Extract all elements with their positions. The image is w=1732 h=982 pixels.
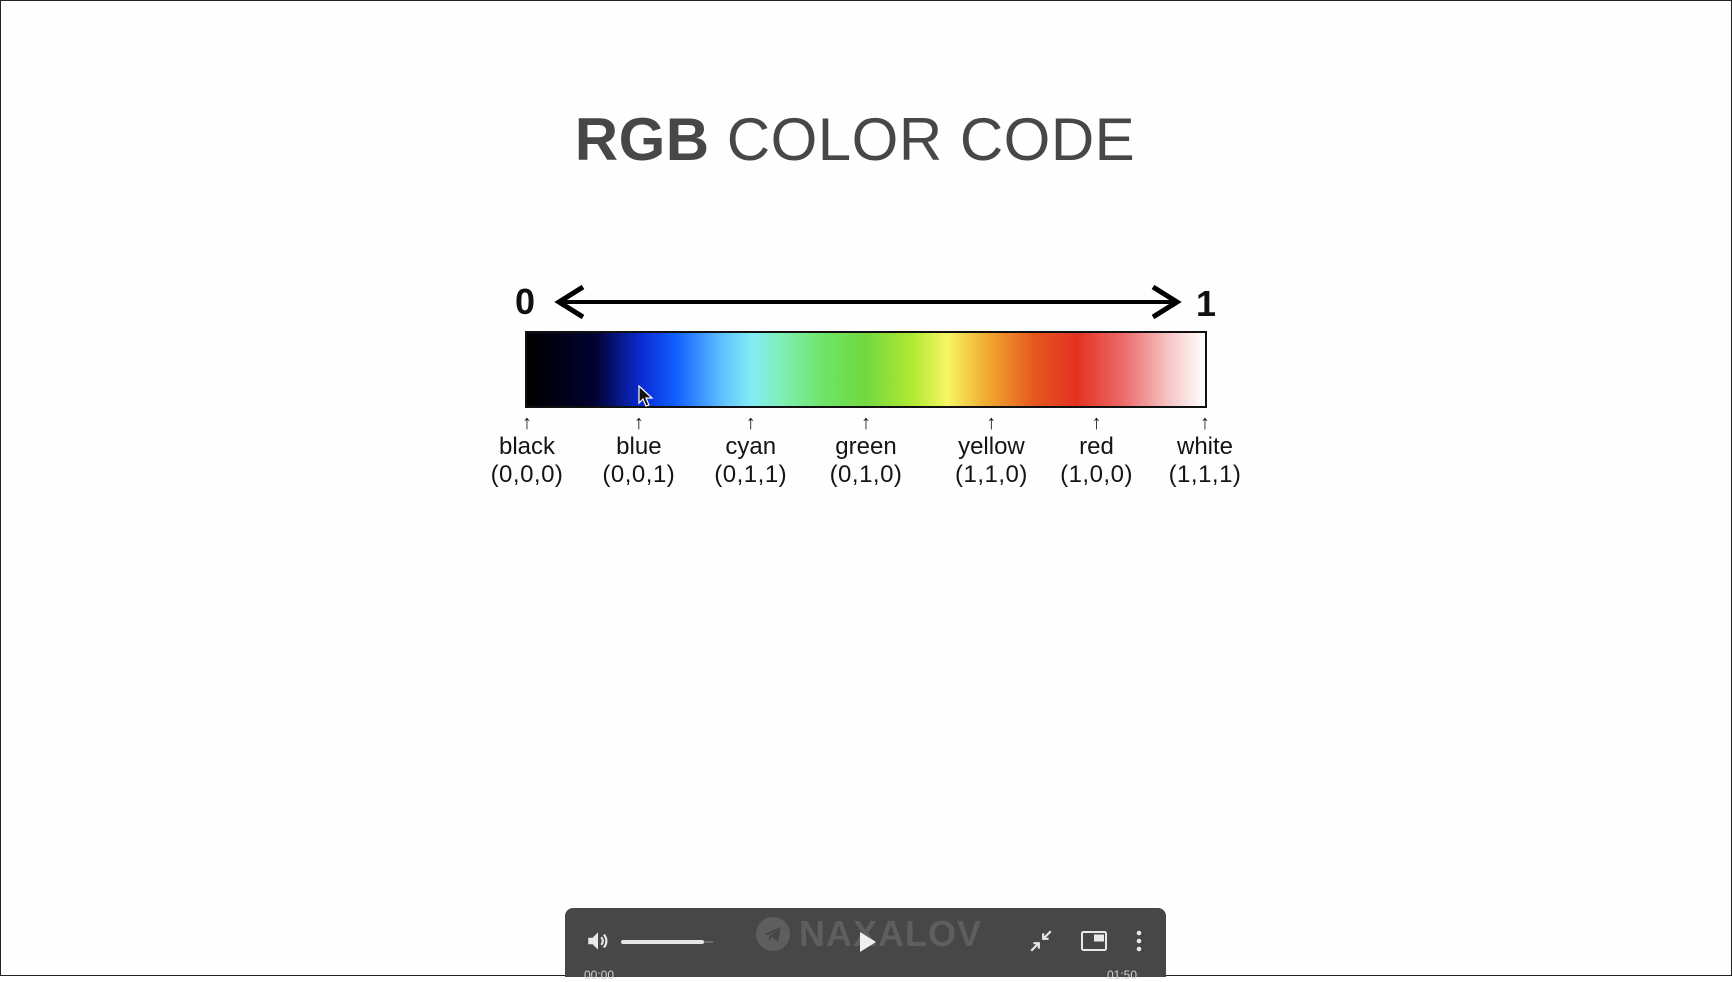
color-marker-white: ↑white(1,1,1) — [1155, 413, 1255, 489]
exit-fullscreen-icon — [1030, 930, 1052, 952]
up-arrow-icon: ↑ — [861, 412, 871, 434]
volume-slider[interactable] — [621, 936, 713, 948]
rgb-code: (0,1,0) — [829, 461, 903, 488]
color-name: black — [498, 433, 556, 460]
video-controls-bar: NAXALOV 00:00 — [565, 908, 1166, 982]
total-time: 01:50 — [1107, 968, 1138, 982]
color-marker-green: ↑green(0,1,0) — [816, 413, 916, 489]
up-arrow-icon: ↑ — [745, 412, 756, 434]
rgb-code: (0,0,1) — [602, 461, 676, 488]
volume-slider-fill — [621, 940, 704, 944]
rgb-colorbar — [525, 331, 1207, 408]
rgb-code: (0,0,0) — [490, 461, 564, 488]
color-marker-blue: ↑blue(0,0,1) — [589, 413, 689, 489]
up-arrow-icon: ↑ — [522, 412, 532, 434]
more-options-button[interactable] — [1134, 928, 1144, 959]
volume-icon[interactable] — [585, 928, 611, 959]
watermark-text: NAXALOV — [799, 913, 983, 954]
color-marker-black: ↑black(0,0,0) — [477, 413, 577, 489]
rgb-code: (1,1,0) — [954, 461, 1028, 488]
color-name: white — [1176, 433, 1234, 460]
color-marker-cyan: ↑cyan(0,1,1) — [701, 413, 801, 489]
color-name: blue — [616, 433, 662, 460]
rgb-code: (0,1,1) — [714, 461, 788, 488]
double-arrow-icon — [554, 284, 1182, 320]
axis-min-label: 0 — [515, 281, 536, 322]
color-marker-yellow: ↑yellow(1,1,0) — [941, 413, 1041, 489]
rgb-code: (1,1,1) — [1168, 461, 1242, 488]
up-arrow-icon: ↑ — [986, 412, 997, 434]
axis-max-label: 1 — [1196, 283, 1217, 324]
up-arrow-icon: ↑ — [1091, 412, 1102, 434]
play-icon — [860, 932, 876, 952]
up-arrow-icon: ↑ — [1200, 412, 1210, 434]
slide-title-rest: COLOR CODE — [709, 106, 1136, 173]
rgb-code: (1,0,0) — [1060, 461, 1133, 488]
telegram-icon — [756, 917, 790, 951]
slide-title-bold: RGB — [574, 106, 710, 173]
up-arrow-icon: ↑ — [633, 412, 644, 434]
mouse-cursor-icon — [638, 385, 654, 407]
picture-in-picture-button[interactable] — [1080, 928, 1108, 959]
color-name: cyan — [725, 433, 777, 460]
exit-fullscreen-button[interactable] — [1028, 928, 1054, 959]
color-name: green — [835, 433, 897, 460]
play-button[interactable] — [858, 930, 878, 959]
current-time: 00:00 — [584, 968, 615, 982]
color-name: yellow — [958, 433, 1025, 460]
more-vert-icon — [1136, 930, 1142, 952]
slide-title: RGB COLOR CODE — [1, 105, 1709, 174]
picture-in-picture-icon — [1081, 931, 1107, 951]
color-marker-red: ↑red(1,0,0) — [1047, 413, 1147, 489]
channel-watermark: NAXALOV — [755, 913, 982, 955]
color-name: red — [1079, 433, 1114, 460]
